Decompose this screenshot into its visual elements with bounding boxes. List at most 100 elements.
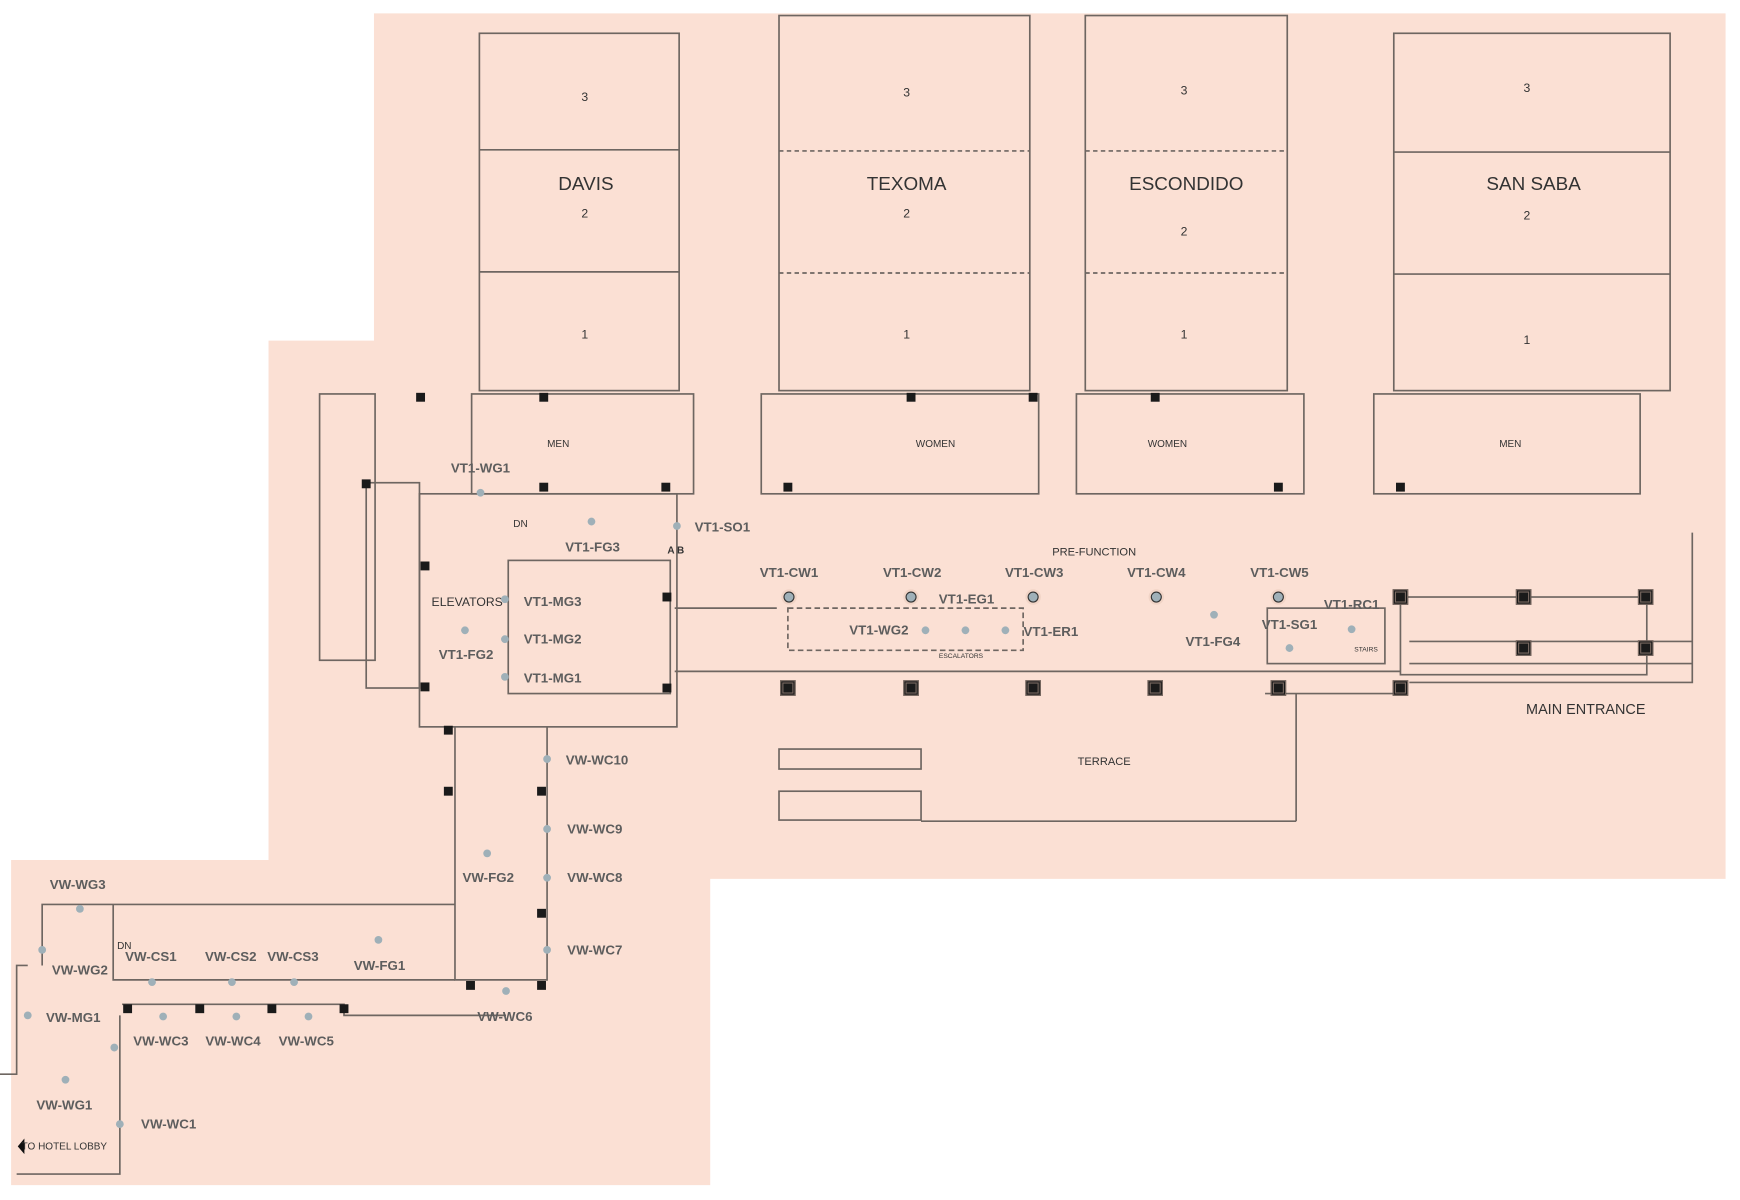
column xyxy=(537,980,546,990)
main-entrance-label: MAIN ENTRANCE xyxy=(1526,700,1646,718)
room-texoma: TEXOMA xyxy=(866,173,947,195)
column xyxy=(537,908,546,918)
marker-dot[interactable] xyxy=(921,626,930,635)
marker-label: VW-WC3 xyxy=(133,1033,189,1049)
marker-dot[interactable] xyxy=(304,1012,313,1021)
section-number: 3 xyxy=(903,86,911,100)
marker-label: VT1-SG1 xyxy=(1261,616,1318,633)
marker-dot[interactable] xyxy=(587,517,596,526)
column xyxy=(903,680,919,696)
marker-label: VW-CS1 xyxy=(125,948,177,965)
marker-label: VW-WG3 xyxy=(49,876,106,893)
marker-dot[interactable] xyxy=(38,946,47,954)
column xyxy=(1515,640,1532,656)
marker-dot[interactable] xyxy=(961,626,970,635)
column xyxy=(537,786,546,796)
marker-ring[interactable] xyxy=(1272,591,1284,603)
column xyxy=(906,392,916,402)
marker-dot[interactable] xyxy=(110,1043,119,1052)
column xyxy=(1147,680,1163,696)
section-number: 3 xyxy=(581,90,589,105)
hotel-lobby-link[interactable]: TO HOTEL LOBBY xyxy=(21,1140,108,1152)
section-number: 1 xyxy=(1180,328,1188,342)
marker-dot[interactable] xyxy=(1210,610,1218,619)
marker-dot[interactable] xyxy=(483,849,492,858)
column xyxy=(1028,392,1038,402)
marker-dot[interactable] xyxy=(76,904,84,913)
marker-label: VW-WC7 xyxy=(567,942,623,958)
marker-label: VW-FG2 xyxy=(462,870,515,886)
section-number: 3 xyxy=(1180,84,1188,98)
marker-dot[interactable] xyxy=(159,1012,168,1021)
marker-dot[interactable] xyxy=(543,946,551,954)
stairs-label: STAIRS xyxy=(1354,646,1378,654)
marker-label: VW-WC6 xyxy=(477,1008,533,1025)
marker-dot[interactable] xyxy=(1001,626,1010,635)
section-number: 2 xyxy=(1523,209,1531,224)
marker-dot[interactable] xyxy=(228,978,236,986)
marker-dot[interactable] xyxy=(148,978,156,986)
column xyxy=(662,592,672,602)
marker-dot[interactable] xyxy=(374,936,383,944)
stairs-down-label: DN xyxy=(117,939,132,952)
column xyxy=(780,680,796,696)
stairs-down-label: DN xyxy=(513,518,528,530)
restroom-men: MEN xyxy=(1499,438,1522,450)
column xyxy=(361,479,371,489)
restroom-women: WOMEN xyxy=(1147,438,1188,450)
marker-label: VW-WC8 xyxy=(567,870,623,886)
marker-label: VT1-CW2 xyxy=(882,564,942,581)
marker-dot[interactable] xyxy=(232,1012,241,1021)
column xyxy=(1392,680,1409,696)
section-number: 1 xyxy=(903,328,911,342)
texoma-room xyxy=(778,14,1031,392)
marker-ring[interactable] xyxy=(1150,591,1162,603)
column xyxy=(1515,589,1532,605)
marker-ring[interactable] xyxy=(783,591,795,603)
column xyxy=(443,725,453,735)
marker-label: VW-WG1 xyxy=(36,1097,93,1114)
marker-dot[interactable] xyxy=(476,488,485,497)
marker-label: VW-WC4 xyxy=(205,1033,261,1049)
marker-dot[interactable] xyxy=(501,673,509,681)
marker-dot[interactable] xyxy=(1285,644,1294,652)
marker-label: VT1-WG1 xyxy=(450,460,511,477)
marker-label: VT1-FG2 xyxy=(438,646,494,663)
marker-label: VT1-MG1 xyxy=(523,670,582,686)
room-davis: DAVIS xyxy=(558,173,614,195)
marker-ring[interactable] xyxy=(1027,591,1039,603)
marker-dot[interactable] xyxy=(502,987,510,995)
column xyxy=(443,786,453,796)
marker-dot[interactable] xyxy=(543,825,551,833)
column xyxy=(420,682,430,692)
section-number: 1 xyxy=(1523,334,1531,348)
marker-dot[interactable] xyxy=(501,595,509,604)
davis-room xyxy=(478,32,680,392)
column xyxy=(1025,680,1041,696)
marker-dot[interactable] xyxy=(115,1120,124,1129)
marker-dot[interactable] xyxy=(61,1075,70,1084)
marker-dot[interactable] xyxy=(23,1011,32,1020)
column xyxy=(783,482,793,492)
marker-dot[interactable] xyxy=(290,978,298,986)
column xyxy=(539,392,549,402)
marker-label: VT1-EG1 xyxy=(938,591,995,608)
marker-dot[interactable] xyxy=(673,522,681,530)
marker-label: VT1-MG2 xyxy=(523,631,582,647)
marker-dot[interactable] xyxy=(501,635,509,644)
elevators-label: ELEVATORS xyxy=(431,595,503,610)
escalators-label: ESCALATORS xyxy=(938,653,984,661)
marker-dot[interactable] xyxy=(543,873,551,882)
marker-dot[interactable] xyxy=(461,626,469,635)
marker-ring[interactable] xyxy=(905,591,917,603)
marker-label: VT1-CW5 xyxy=(1250,564,1309,581)
marker-dot[interactable] xyxy=(1347,625,1356,634)
column xyxy=(1270,680,1287,696)
restroom-women: WOMEN xyxy=(915,438,956,450)
column xyxy=(420,561,430,571)
marker-label: VW-MG1 xyxy=(46,1009,101,1026)
prefunction-label: PRE-FUNCTION xyxy=(1052,546,1137,559)
marker-dot[interactable] xyxy=(543,755,551,763)
marker-label: VT1-FG4 xyxy=(1185,633,1241,650)
